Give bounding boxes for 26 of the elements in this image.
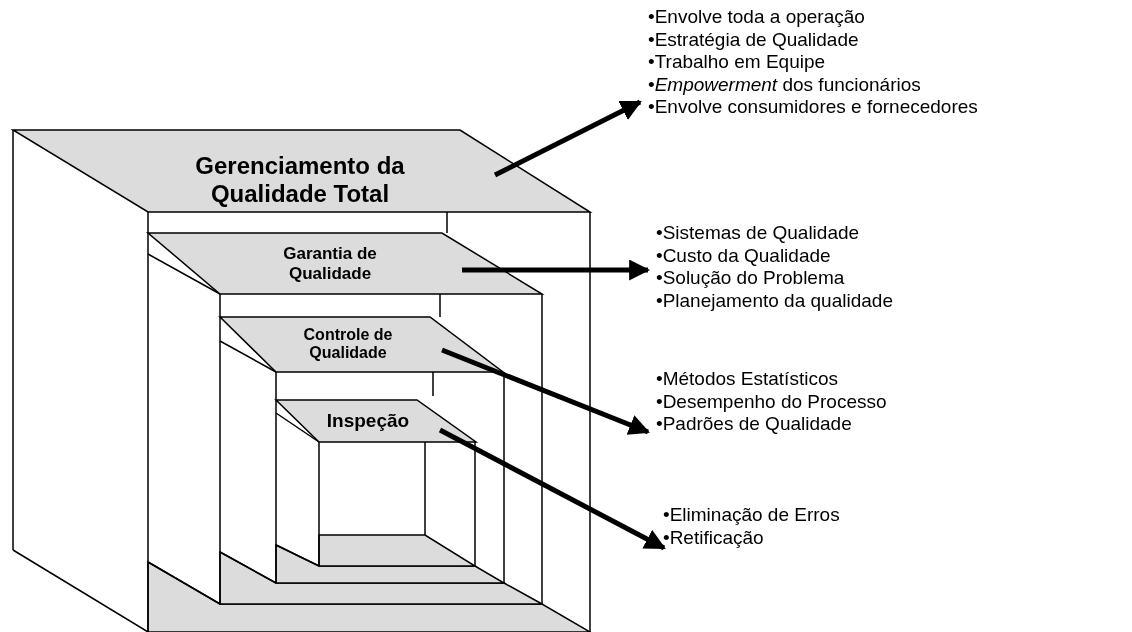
bullet-item: •Eliminação de Erros — [663, 504, 840, 527]
level-label: Gerenciamento da Qualidade Total — [194, 152, 406, 208]
level-label: Garantia de Qualidade — [282, 244, 378, 284]
bullet-item: •Sistemas de Qualidade — [656, 222, 861, 245]
bullet-item: •Retificação — [663, 526, 765, 549]
bullet-item: •Padrões de Qualidade — [656, 413, 853, 436]
bullet-item: •Trabalho em Equipe — [648, 51, 827, 74]
shelf-face — [13, 130, 590, 212]
level-label: Controle de Qualidade — [302, 325, 394, 363]
bullet-item: •Envolve consumidores e fornecedores — [648, 96, 978, 119]
arrow — [441, 347, 650, 435]
bullet-item: •Solução do Problema — [656, 267, 846, 290]
bullet-item: •Desempenho do Processo — [656, 390, 887, 413]
bullet-item: •Métodos Estatísticos — [656, 368, 839, 391]
bullet-item: •Empowerment dos funcionários — [648, 73, 922, 96]
bullet-item: •Planejamento da qualidade — [656, 289, 893, 312]
shelf-face — [148, 233, 542, 294]
bullet-item: •Estratégia de Qualidade — [648, 28, 860, 51]
bullet-item: •Custo da Qualidade — [656, 244, 832, 267]
level-label: Inspeção — [325, 410, 411, 432]
shelf-face — [276, 400, 476, 442]
arrow — [462, 259, 651, 281]
arrow — [493, 99, 642, 178]
bullet-item: •Envolve toda a operação — [648, 6, 866, 29]
shelf-face — [220, 317, 503, 372]
arrow — [438, 427, 666, 551]
